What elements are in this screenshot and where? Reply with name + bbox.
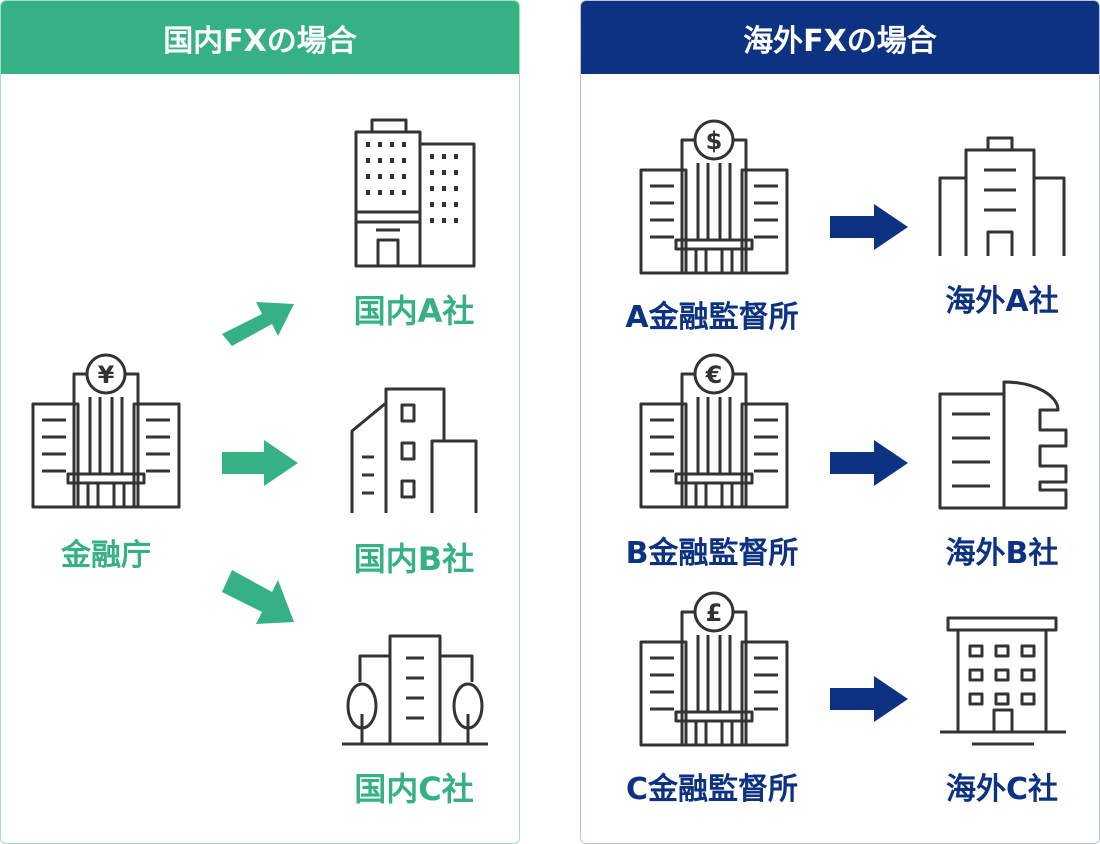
company-label-domestic-c: 国内C社 (354, 770, 474, 808)
company-label-overseas-b: 海外B社 (945, 536, 1059, 571)
arrow-icon (830, 440, 908, 486)
arrow-icon (222, 302, 294, 346)
office-building-icon (938, 136, 1066, 256)
office-building-icon (940, 616, 1066, 746)
bank-building-icon: ¥ (31, 353, 181, 509)
company-label-domestic-a: 国内A社 (353, 292, 475, 330)
arrow-icon (222, 570, 294, 624)
company-label-domestic-b: 国内B社 (353, 540, 475, 578)
domestic-fx-panel: 国内FXの場合 (0, 0, 520, 844)
arrow-icon (222, 440, 298, 486)
arrow-icon (830, 676, 908, 722)
dollar-symbol: $ (706, 127, 723, 155)
regulator-label-c: C金融監督所 (625, 772, 799, 807)
company-label-overseas-c: 海外C社 (945, 772, 1059, 807)
office-building-icon (350, 387, 478, 513)
company-label-overseas-a: 海外A社 (945, 284, 1059, 319)
regulator-label-a: A金融監督所 (625, 300, 799, 335)
office-building-icon (354, 118, 476, 268)
pound-symbol: £ (706, 599, 723, 627)
yen-symbol: ¥ (98, 361, 115, 389)
office-building-icon (938, 380, 1068, 510)
bank-building-icon: £ (639, 591, 789, 747)
office-building-icon (342, 634, 488, 746)
bank-building-icon: $ (639, 119, 789, 275)
bank-building-icon: € (639, 353, 789, 509)
euro-symbol: € (705, 361, 723, 389)
regulator-label-fsa: 金融庁 (61, 538, 151, 573)
domestic-fx-title: 国内FXの場合 (1, 1, 519, 74)
arrow-icon (830, 204, 908, 250)
overseas-fx-panel: 海外FXの場合 (580, 0, 1100, 844)
regulator-label-b: B金融監督所 (625, 536, 799, 571)
overseas-fx-title: 海外FXの場合 (581, 1, 1099, 74)
